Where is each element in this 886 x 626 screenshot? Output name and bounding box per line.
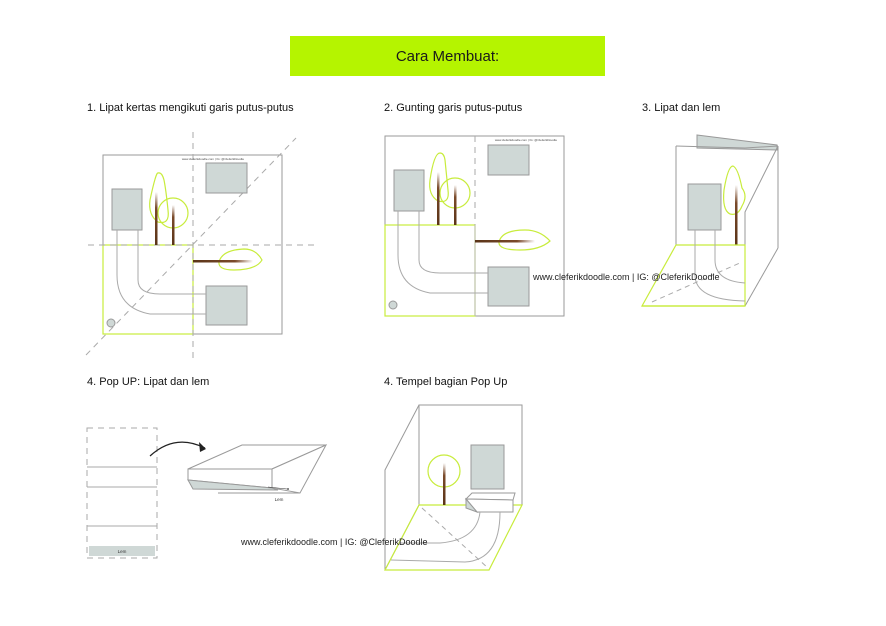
path-inner (418, 211, 488, 274)
tree-crown (723, 165, 746, 215)
tree-trunk-horizontal (193, 260, 253, 263)
popup-template (86, 427, 158, 559)
glue-pointer (287, 488, 289, 490)
fold-line (421, 507, 489, 569)
popup-side (465, 497, 479, 514)
watermark-step-2: www.cleferikdoodle.com | IG: @CleferikDo… (533, 272, 720, 282)
step-1-label: 1. Lipat kertas mengikuti garis putus-pu… (87, 102, 294, 114)
door-panel (111, 188, 143, 231)
tree-trunk-horizontal (475, 240, 535, 243)
glue-tab-label: Lem (118, 549, 127, 554)
back-flap (696, 134, 778, 151)
tree-trunk (443, 463, 446, 505)
tree-trunk-1 (155, 192, 158, 245)
tree-crown-horizontal (498, 229, 551, 251)
path-inner (137, 230, 206, 295)
tree-trunk-2 (172, 205, 175, 245)
watermark-step-4: www.cleferikdoodle.com | IG: @CleferikDo… (241, 537, 428, 547)
fold-line (651, 261, 743, 303)
step-5-diagram (384, 404, 523, 571)
paper-watermark: www.cleferikdoodle.com | IG: @CleferikDo… (182, 157, 245, 161)
arrow-curve (149, 441, 206, 457)
circle-marker (106, 318, 116, 328)
window-panel (205, 162, 248, 194)
bench-panel (205, 285, 248, 326)
glue-label: Lem (275, 497, 284, 502)
tree-crown-tall (149, 172, 169, 224)
arrow-head (199, 442, 206, 452)
side-fold (744, 145, 779, 306)
path-inner (399, 511, 481, 544)
step-3-label: 3. Lipat dan lem (642, 102, 721, 114)
bench-panel (487, 266, 530, 307)
glue-tab (89, 546, 155, 556)
step-2-diagram: www.cleferikdoodle.com | IG: @CleferikDo… (384, 135, 565, 317)
tree-trunk (735, 185, 738, 245)
step-5-label: 4. Tempel bagian Pop Up (384, 376, 508, 388)
title-banner: Cara Membuat: (290, 36, 605, 76)
path-inner (714, 230, 746, 284)
door-panel (687, 183, 722, 231)
glue-area (187, 479, 279, 491)
tree-trunk-2 (454, 185, 457, 225)
paper-watermark: www.cleferikdoodle.com | IG: @CleferikDo… (495, 138, 558, 142)
door-panel (393, 169, 425, 212)
step-3-diagram (640, 134, 779, 307)
step-4-label: 4. Pop UP: Lipat dan lem (87, 376, 210, 388)
path-outer (397, 211, 488, 294)
path-outer (390, 511, 501, 563)
step-2-label: 2. Gunting garis putus-putus (384, 102, 523, 114)
window-panel (487, 144, 530, 176)
path-outer (694, 230, 746, 302)
tree-trunk-1 (437, 172, 440, 225)
step-4-diagram: Lem Lem (86, 427, 328, 559)
circle-marker (388, 300, 398, 310)
door-panel (470, 444, 505, 490)
tree-crown-horizontal (218, 248, 263, 271)
step-1-diagram: www.cleferikdoodle.com | IG: @CleferikDo… (85, 132, 314, 358)
page-title: Cara Membuat: (395, 47, 500, 65)
path-outer (116, 230, 206, 315)
tree-crown-tall (429, 152, 449, 203)
